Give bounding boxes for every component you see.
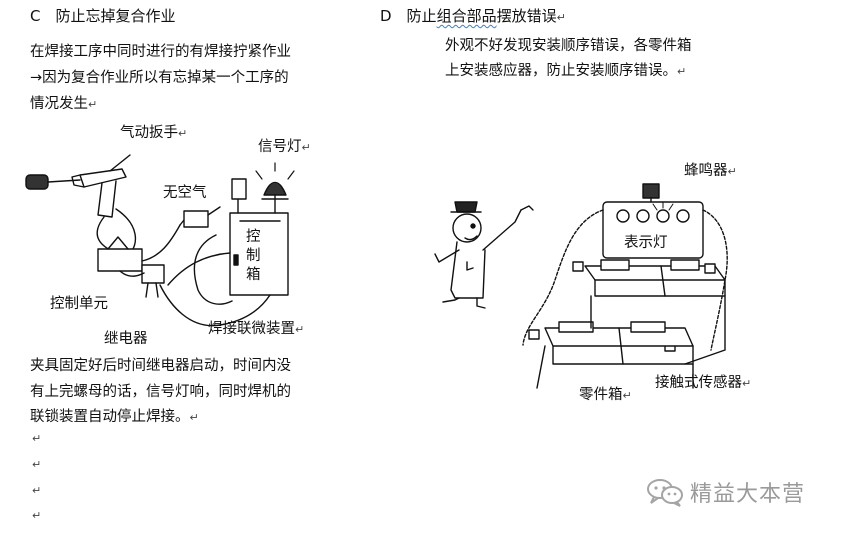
section-c-intro-line-3: 情况发生↵ — [30, 96, 98, 112]
interlock-device-label: 焊接联微装置↵ — [208, 321, 305, 337]
relay-label: 继电器 — [104, 331, 148, 347]
section-c-outro-line-3: 联锁装置自动停止焊接。↵ — [30, 409, 199, 425]
section-d-intro-line-1: 外观不好发现安装顺序错误，各零件箱 — [445, 38, 692, 54]
watermark: 精益大本营 — [646, 476, 805, 508]
contact-sensor-label: 接触式传感器↵ — [655, 375, 752, 391]
watermark-text: 精益大本营 — [690, 482, 806, 507]
spellcheck-underline: 组合部品 — [436, 7, 497, 25]
section-d-intro-line-2: 上安装感应器，防止安装顺序错误。↵ — [445, 63, 687, 79]
paragraph-mark: ↵ — [32, 432, 42, 445]
parts-box-sensor-figure — [425, 150, 765, 390]
control-unit-label: 控制单元 — [50, 296, 108, 312]
wechat-icon — [647, 479, 683, 507]
air-wrench-label: 气动扳手↵ — [120, 125, 188, 141]
signal-light-label: 信号灯↵ — [258, 139, 311, 155]
section-c-outro-line-2: 有上完螺母的话，信号灯响，同时焊机的 — [30, 384, 291, 400]
paragraph-mark: ↵ — [32, 509, 42, 522]
paragraph-mark: ↵ — [32, 484, 42, 497]
indicator-light-label: 表示灯 — [624, 235, 668, 251]
parts-box-label: 零件箱↵ — [579, 387, 632, 403]
buzzer-label: 蜂鸣器↵ — [684, 163, 737, 179]
section-c-outro-line-1: 夹具固定好后时间继电器启动，时间内没 — [30, 358, 291, 374]
no-air-label: 无空气 — [163, 185, 207, 201]
section-c-intro-line-2: →因为复合作业所以有忘掉某一个工序的 — [30, 70, 289, 86]
section-c-heading: C 防止忘掉复合作业 — [30, 7, 176, 25]
section-d-heading: D 防止组合部品摆放错误↵ — [380, 7, 566, 25]
welding-interlock-figure — [20, 125, 340, 350]
section-c-intro-line-1: 在焊接工序中同时进行的有焊接拧紧作业 — [30, 44, 291, 60]
paragraph-mark: ↵ — [32, 458, 42, 471]
control-box-label: 控 制 箱 — [246, 229, 261, 283]
